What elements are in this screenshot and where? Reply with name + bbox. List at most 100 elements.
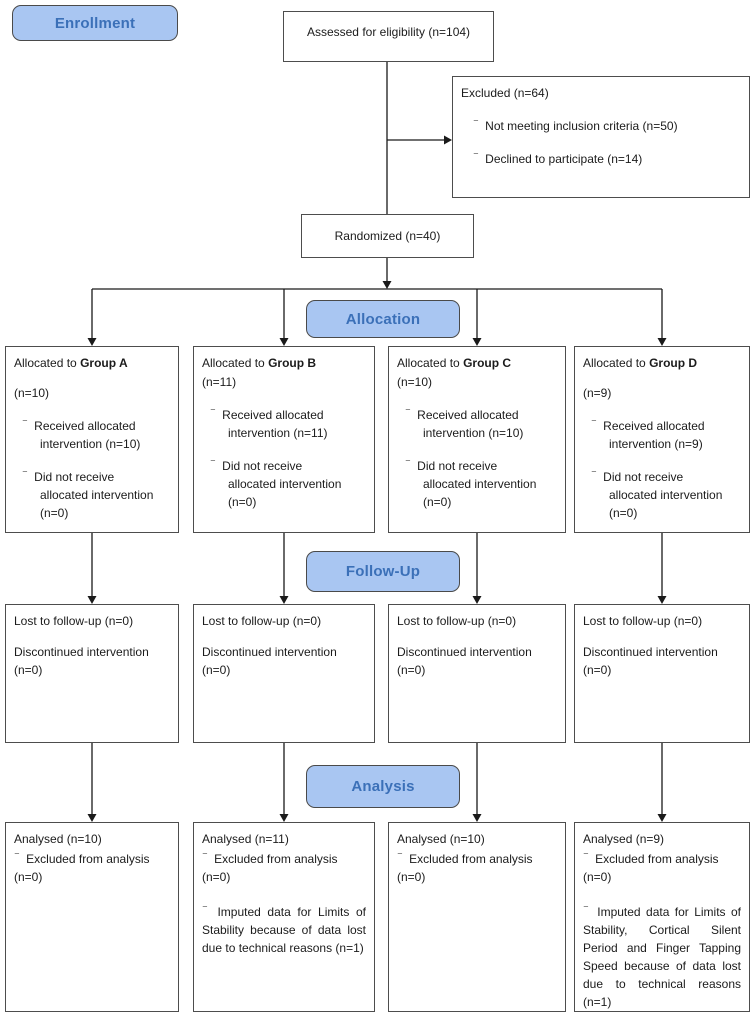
- randomized-box: Randomized (n=40): [301, 214, 474, 258]
- followup-box-group-d: Lost to follow-up (n=0) Discontinued int…: [574, 604, 750, 743]
- lost-text: Lost to follow-up (n=0): [14, 614, 134, 628]
- allocation-intro-line: Allocated to Group D: [583, 354, 741, 372]
- bullet-item: ⁻ Did not receive allocated intervention…: [583, 466, 741, 522]
- allocation-intro: Allocated to: [14, 356, 77, 370]
- bullet-item: ⁻ Did not receive allocated intervention…: [202, 455, 366, 511]
- bullet-item: ⁻ Excluded from analysis (n=0): [14, 848, 170, 886]
- excluded-item: ⁻ Not meeting inclusion criteria (n=50): [461, 115, 741, 135]
- discontinued-text: Discontinued intervention (n=0): [397, 645, 532, 677]
- assessed-text: Assessed for eligibility (n=104): [306, 25, 471, 39]
- analysis-box-group-c: Analysed (n=10) ⁻ Excluded from analysis…: [388, 822, 566, 1012]
- allocation-box-group-a: Allocated to Group A (n=10) ⁻ Received a…: [5, 346, 179, 533]
- analysis-box-group-a: Analysed (n=10) ⁻ Excluded from analysis…: [5, 822, 179, 1012]
- dash-bullet-icon: ⁻: [583, 850, 589, 862]
- stage-label-analysis-text: Analysis: [351, 778, 415, 795]
- dash-bullet-icon: ⁻: [210, 457, 216, 469]
- bullet-item: ⁻ Did not receive allocated intervention…: [397, 455, 557, 511]
- dash-bullet-icon: ⁻: [22, 417, 28, 429]
- lost-text: Lost to follow-up (n=0): [583, 614, 703, 628]
- dash-bullet-icon: ⁻: [397, 850, 403, 862]
- bullet-text: Received allocated intervention (n=11): [222, 408, 328, 440]
- bullet-item: ⁻ Received allocated intervention (n=10): [14, 415, 170, 453]
- allocation-n: (n=9): [583, 386, 612, 400]
- bullet-item: ⁻ Excluded from analysis (n=0): [583, 848, 741, 886]
- lost-text: Lost to follow-up (n=0): [397, 614, 517, 628]
- stage-label-enrollment: Enrollment: [12, 5, 178, 41]
- discontinued-text: Discontinued intervention (n=0): [202, 645, 337, 677]
- excluded-item-text: Not meeting inclusion criteria (n=50): [485, 119, 678, 133]
- dash-bullet-icon: ⁻: [591, 468, 597, 480]
- bullet-text: Did not receive allocated intervention (…: [417, 459, 537, 509]
- bullet-text: Received allocated intervention (n=10): [34, 419, 141, 451]
- stage-label-followup: Follow-Up: [306, 551, 460, 592]
- allocation-n: (n=11): [202, 375, 237, 389]
- group-name: Group A: [80, 356, 128, 370]
- allocation-intro: Allocated to: [397, 356, 460, 370]
- excluded-title: Excluded (n=64): [461, 86, 549, 100]
- analysis-box-group-d: Analysed (n=9) ⁻ Excluded from analysis …: [574, 822, 750, 1012]
- bullet-item: ⁻ Did not receive allocated intervention…: [14, 466, 170, 522]
- allocation-intro-line: Allocated to Group C: [397, 354, 557, 372]
- dash-bullet-icon: ⁻: [405, 457, 411, 469]
- allocation-intro: Allocated to: [583, 356, 646, 370]
- group-name: Group D: [649, 356, 698, 370]
- bullet-text: Did not receive allocated intervention (…: [603, 470, 723, 520]
- bullet-text: Received allocated intervention (n=10): [417, 408, 524, 440]
- excluded-item-text: Declined to participate (n=14): [485, 152, 643, 166]
- stage-label-followup-text: Follow-Up: [345, 563, 421, 580]
- assessed-box: Assessed for eligibility (n=104): [283, 11, 494, 62]
- stage-label-analysis: Analysis: [306, 765, 460, 808]
- dash-bullet-icon: ⁻: [202, 903, 208, 915]
- bullet-item: ⁻ Imputed data for Limits of Stability b…: [202, 901, 366, 957]
- allocation-n: (n=10): [14, 386, 50, 400]
- analysed-text: Analysed (n=10): [14, 832, 102, 846]
- allocation-box-group-d: Allocated to Group D (n=9) ⁻ Received al…: [574, 346, 750, 533]
- excluded-analysis-text: Excluded from analysis (n=0): [202, 852, 338, 884]
- excluded-box: Excluded (n=64) ⁻ Not meeting inclusion …: [452, 76, 750, 198]
- imputed-text: Imputed data for Limits of Stability, Co…: [583, 905, 741, 1009]
- group-name: Group C: [463, 356, 512, 370]
- analysis-box-group-b: Analysed (n=11) ⁻ Excluded from analysis…: [193, 822, 375, 1012]
- allocation-intro-line: Allocated to Group A: [14, 354, 170, 372]
- allocation-box-group-c: Allocated to Group C (n=10) ⁻ Received a…: [388, 346, 566, 533]
- allocation-box-group-b: Allocated to Group B (n=11) ⁻ Received a…: [193, 346, 375, 533]
- bullet-item: ⁻ Received allocated intervention (n=11): [202, 404, 366, 442]
- dash-bullet-icon: ⁻: [14, 850, 20, 862]
- imputed-text: Imputed data for Limits of Stability bec…: [202, 905, 366, 955]
- lost-text: Lost to follow-up (n=0): [202, 614, 322, 628]
- dash-bullet-icon: ⁻: [583, 903, 589, 915]
- discontinued-text: Discontinued intervention (n=0): [14, 645, 149, 677]
- followup-box-group-c: Lost to follow-up (n=0) Discontinued int…: [388, 604, 566, 743]
- excluded-analysis-text: Excluded from analysis (n=0): [397, 852, 533, 884]
- bullet-text: Received allocated intervention (n=9): [603, 419, 705, 451]
- analysed-text: Analysed (n=9): [583, 832, 665, 846]
- stage-label-allocation: Allocation: [306, 300, 460, 338]
- dash-bullet-icon: ⁻: [591, 417, 597, 429]
- dash-bullet-icon: ⁻: [210, 406, 216, 418]
- dash-bullet-icon: ⁻: [473, 150, 479, 162]
- group-name: Group B: [268, 356, 317, 370]
- dash-bullet-icon: ⁻: [405, 406, 411, 418]
- bullet-item: ⁻ Excluded from analysis (n=0): [397, 848, 557, 886]
- allocation-intro-line: Allocated to Group B: [202, 354, 366, 372]
- followup-box-group-a: Lost to follow-up (n=0) Discontinued int…: [5, 604, 179, 743]
- discontinued-text: Discontinued intervention (n=0): [583, 645, 718, 677]
- dash-bullet-icon: ⁻: [473, 117, 479, 129]
- bullet-item: ⁻ Received allocated intervention (n=9): [583, 415, 741, 453]
- randomized-text: Randomized (n=40): [334, 229, 441, 243]
- analysed-text: Analysed (n=10): [397, 832, 485, 846]
- dash-bullet-icon: ⁻: [22, 468, 28, 480]
- allocation-n: (n=10): [397, 375, 433, 389]
- excluded-analysis-text: Excluded from analysis (n=0): [583, 852, 719, 884]
- bullet-text: Did not receive allocated intervention (…: [222, 459, 342, 509]
- bullet-item: ⁻ Imputed data for Limits of Stability, …: [583, 901, 741, 1011]
- analysed-text: Analysed (n=11): [202, 832, 289, 846]
- bullet-text: Did not receive allocated intervention (…: [34, 470, 154, 520]
- bullet-item: ⁻ Received allocated intervention (n=10): [397, 404, 557, 442]
- followup-box-group-b: Lost to follow-up (n=0) Discontinued int…: [193, 604, 375, 743]
- stage-label-allocation-text: Allocation: [345, 310, 421, 328]
- excluded-item: ⁻ Declined to participate (n=14): [461, 148, 741, 168]
- dash-bullet-icon: ⁻: [202, 850, 208, 862]
- excluded-analysis-text: Excluded from analysis (n=0): [14, 852, 150, 884]
